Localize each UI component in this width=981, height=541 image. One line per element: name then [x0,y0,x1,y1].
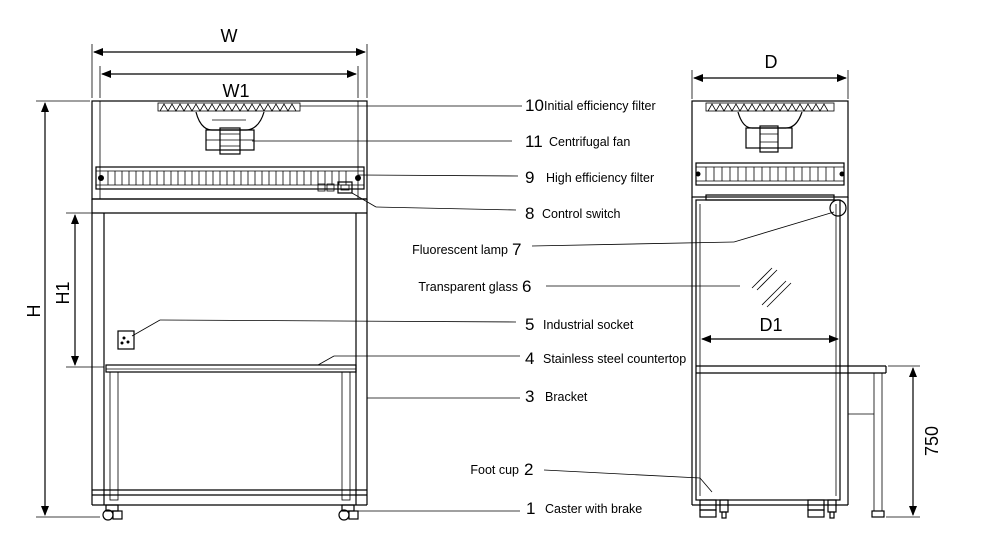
label-7: Fluorescent lamp 7 [412,240,521,259]
label-1-number: 1 [526,499,535,518]
centrifugal-fan [195,111,265,155]
dimension-d1-label: D1 [759,315,782,335]
dimension-w1: W1 [99,66,359,101]
dimension-d: D [691,52,849,99]
initial-efficiency-filter [157,102,301,112]
label-6-text: Transparent glass [418,280,518,294]
dimension-w-label: W [221,26,238,46]
dimension-h1-label: H1 [53,281,73,304]
label-5-number: 5 [525,315,534,334]
dimension-w: W [91,26,368,98]
dimension-h: H [24,100,100,518]
label-1-text: Caster with brake [545,502,642,516]
label-11: 11 Centrifugal fan [525,132,630,151]
side-casters [699,499,885,519]
dimension-h-label: H [24,305,44,318]
label-1: 1 Caster with brake [526,499,642,518]
dimension-750-label: 750 [922,426,942,456]
label-4-number: 4 [525,349,534,368]
label-6-number: 6 [522,277,531,296]
leader-lines [131,105,835,512]
label-2: Foot cup 2 [470,460,533,479]
label-8-text: Control switch [542,207,621,221]
label-7-number: 7 [512,240,521,259]
label-8: 8 Control switch [525,204,621,223]
label-2-text: Foot cup [470,463,519,477]
stainless-steel-countertop [105,364,357,373]
label-3: 3 Bracket [525,387,588,406]
label-3-text: Bracket [545,390,588,404]
bracket [92,371,367,506]
label-3-number: 3 [525,387,534,406]
label-7-text: Fluorescent lamp [412,243,508,257]
label-9-text: High efficiency filter [546,171,654,185]
dimension-h1: H1 [53,212,104,368]
dimension-d-label: D [765,52,778,72]
industrial-socket [117,330,135,350]
label-5: 5 Industrial socket [525,315,634,334]
dimension-w1-label: W1 [223,81,250,101]
label-9-number: 9 [525,168,534,187]
label-2-number: 2 [524,460,533,479]
transparent-glass [751,267,792,308]
label-10: 10 Initial efficiency filter [525,96,656,115]
label-10-text: Initial efficiency filter [544,99,656,113]
label-6: Transparent glass 6 [418,277,531,296]
label-8-number: 8 [525,204,534,223]
label-11-number: 11 [525,132,543,151]
side-view: D D1 750 [691,52,942,519]
dimension-750: 750 [886,365,942,518]
label-4-text: Stainless steel countertop [543,352,686,366]
label-4: 4 Stainless steel countertop [525,349,686,368]
control-switch [317,181,353,194]
high-efficiency-filter [95,166,365,190]
front-view: W W1 H H1 [24,26,368,521]
caster-with-brake-front [102,504,359,521]
label-9: 9 High efficiency filter [525,168,654,187]
label-11-text: Centrifugal fan [549,135,630,149]
dimension-d1: D1 [701,315,839,343]
label-10-number: 10 [525,96,544,115]
label-5-text: Industrial socket [543,318,634,332]
